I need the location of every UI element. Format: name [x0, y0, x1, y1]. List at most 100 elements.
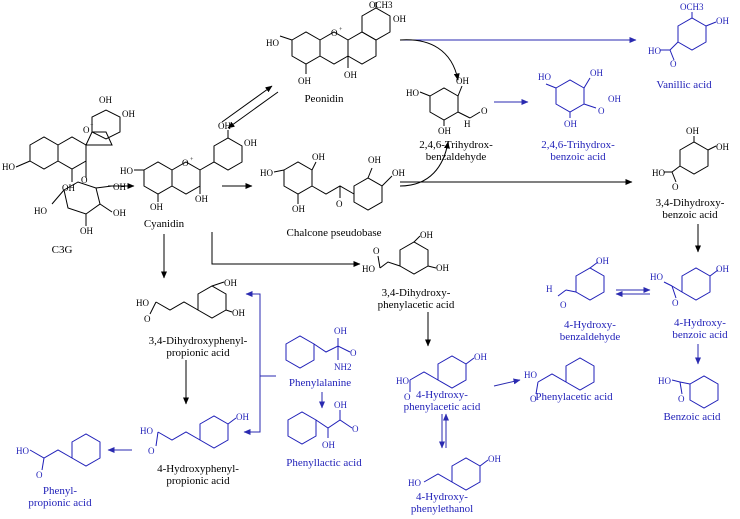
ppa-ho: HO [16, 446, 29, 456]
label-chalcone: Chalcone pseudobase [287, 227, 382, 239]
paa-o: O [530, 394, 537, 404]
hbacid-oh: OH [716, 264, 729, 274]
ppa-o: O [36, 470, 43, 480]
structure-hydroxyphenylpropionic-acid: OH HO O 4-Hydroxyphenyl- propionic acid [140, 412, 249, 487]
structure-cyanidin: HO O + OH OH OH OH Cyanidin [120, 121, 257, 230]
c3g-plus: + [90, 123, 94, 129]
c3g-oh-7: HO [2, 162, 15, 172]
c3g-oh-3p: OH [99, 95, 112, 105]
arrow-chalcone-tha [399, 141, 450, 187]
structure-trihydroxybenzoic-acid: HO OH OH O OH 2,4,6-Trihydrox- benzoic a… [538, 68, 621, 163]
structure-c3g: HO OH O + OH OH O OH OH OH HO C3G [2, 95, 135, 256]
phe-nh2: NH2 [334, 362, 352, 372]
chalcone-oh-3p: OH [368, 155, 381, 165]
peonidin-oh-4p: OH [393, 14, 406, 24]
hbald-o: O [560, 300, 567, 310]
chalcone-oh-a: OH [312, 152, 325, 162]
c3g-oh-4p: OH [122, 109, 135, 119]
arrow-cyanidin-peonidin [221, 85, 273, 123]
c3g-oh-s3: OH [80, 226, 93, 236]
tha-oh-b: OH [438, 126, 451, 136]
thba-o: O [598, 106, 605, 116]
hbacid-o: O [672, 298, 679, 308]
structure-chalcone: HO OH OH O OH OH Chalcone pseudobase [260, 152, 405, 239]
benzoic-ho: HO [658, 376, 671, 386]
cyanidin-oh-5: OH [150, 202, 163, 212]
hbald-oh: OH [596, 256, 609, 266]
structure-phenyllactic-acid: OH O OH Phenyllactic acid [286, 400, 362, 469]
peonidin-ho-7: HO [266, 38, 279, 48]
pla-oh-a: OH [334, 400, 347, 410]
label-hppa-1: 4-Hydroxyphenyl- [157, 463, 239, 475]
label-hpe-1: 4-Hydroxy- [416, 491, 468, 503]
label-phenylalanine: Phenylalanine [289, 377, 351, 389]
thba-oh-b: OH [564, 119, 577, 129]
hbald-h: H [546, 284, 553, 294]
structure-hydroxybenzoic-acid: OH HO O 4-Hydroxy- benzoic acid [650, 264, 729, 341]
dhpaa-oh-b: OH [436, 263, 449, 273]
tha-ho: HO [406, 88, 419, 98]
reaction-arrows [107, 37, 701, 453]
structure-phenylpropionic-acid: HO O Phenyl- propionic acid [16, 433, 101, 509]
arrow-hpaa-paa [493, 378, 521, 387]
structure-hydroxybenzaldehyde: OH H O 4-Hydroxy- benzaldehyde [546, 256, 620, 343]
tha-h: H [464, 119, 471, 129]
structure-peonidin: HO O + OCH3 OH OH OH Peonidin [266, 0, 406, 105]
paa-ho: HO [524, 370, 537, 380]
vanillic-o: O [670, 59, 677, 69]
label-hpaa-2: phenylacetic acid [404, 401, 481, 413]
hpaa-ho: HO [396, 376, 409, 386]
label-hba-2: benzaldehyde [560, 331, 621, 343]
dhba-o: O [672, 182, 679, 192]
label-dhppa-1: 3,4-Dihydroxyphenyl- [149, 335, 248, 347]
label-dhpaa-1: 3,4-Dihydroxy- [382, 287, 451, 299]
cyanidin-ho-7: HO [120, 166, 133, 176]
vanillic-ho: HO [648, 46, 661, 56]
dhpaa-oh-a: OH [420, 230, 433, 240]
c3g-o-gly: O [81, 175, 88, 185]
c3g-oh-5: OH [62, 183, 75, 193]
label-thba-2: benzoic acid [550, 151, 606, 163]
label-cyanidin: Cyanidin [144, 218, 185, 230]
label-hppa-2: propionic acid [166, 475, 230, 487]
arrow-peonidin-cyanidin [227, 91, 279, 129]
cyanidin-oh-4p: OH [244, 138, 257, 148]
dhba-oh-4: OH [716, 142, 729, 152]
label-paa: Phenylacetic acid [535, 391, 613, 403]
phe-oh: OH [334, 326, 347, 336]
chalcone-ho: HO [260, 168, 273, 178]
pla-oh-b: OH [322, 440, 335, 450]
thba-ho: HO [538, 72, 551, 82]
arrow-cyanidin-dhpaa [211, 232, 361, 267]
label-hbacid-2: benzoic acid [672, 329, 728, 341]
hpaa-oh: OH [474, 352, 487, 362]
peonidin-och3: OCH3 [369, 0, 393, 10]
label-thba-1: 2,4,6-Trihydrox- [541, 139, 615, 151]
c3g-ho-s4: HO [34, 206, 47, 216]
label-ppa-2: propionic acid [28, 497, 92, 509]
arrow-phe-dhppa [245, 291, 261, 376]
dhppa-oh-b: OH [232, 308, 245, 318]
label-c3g: C3G [52, 244, 73, 256]
c3g-oh-s1: OH [113, 182, 126, 192]
hppa-oh: OH [236, 412, 249, 422]
hppa-ho: HO [140, 426, 153, 436]
arrow-phe-hppa [243, 376, 261, 435]
structure-dihydroxyphenylpropionic-acid: OH OH HO O 3,4-Dihydroxyphenyl- propioni… [136, 278, 248, 359]
cyanidin-oh-3p: OH [218, 121, 231, 131]
benzoic-o: O [678, 394, 685, 404]
peonidin-o-ring: O [331, 28, 338, 38]
chalcone-oh-4p: OH [392, 168, 405, 178]
hbacid-ho: HO [650, 272, 663, 282]
structure-hydroxyphenylethanol: OH HO 4-Hydroxy- phenylethanol [408, 454, 501, 515]
label-ppa-1: Phenyl- [43, 485, 78, 497]
peonidin-oh-5: OH [298, 76, 311, 86]
chalcone-oh-b: OH [292, 204, 305, 214]
label-tha-2: benzaldehyde [426, 151, 487, 163]
pla-o: O [352, 424, 359, 434]
dhppa-o: O [144, 314, 151, 324]
peonidin-plus: + [339, 27, 343, 33]
label-vanillic: Vanillic acid [656, 79, 712, 91]
structure-phenylalanine: OH O NH2 Phenylalanine [285, 326, 357, 389]
